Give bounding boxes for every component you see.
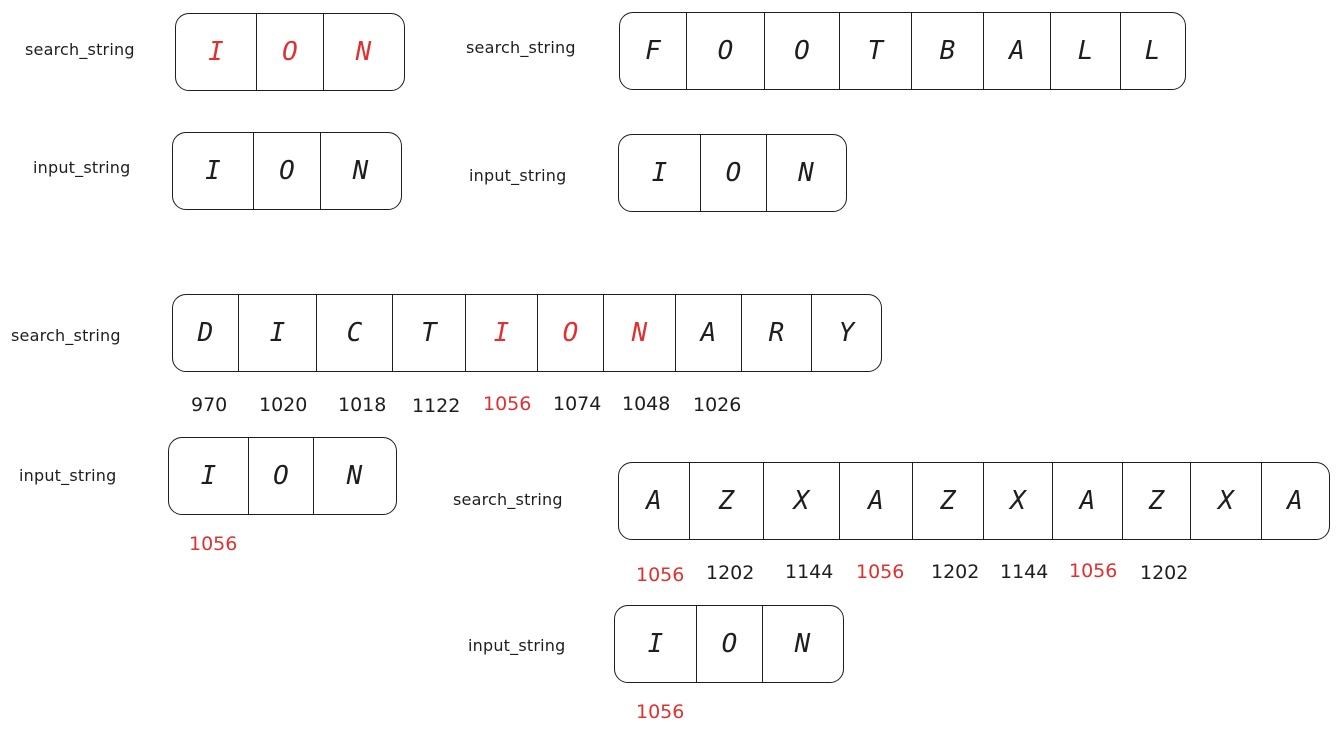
array-cell: N bbox=[794, 629, 811, 659]
diagram4-search-string-array: A Z X A Z X A Z X A bbox=[618, 462, 1330, 540]
array-cell: I bbox=[239, 295, 317, 371]
input-hash-value: 1056 bbox=[636, 701, 685, 723]
hash-value: 1056 bbox=[856, 561, 905, 583]
array-cell: O bbox=[257, 14, 324, 90]
array-cell: I bbox=[173, 133, 254, 209]
hash-value: 1202 bbox=[706, 562, 755, 584]
diagram3-search-label: search_string bbox=[11, 326, 121, 345]
diagram2-input-string-array: I O N bbox=[618, 134, 847, 212]
array-cell: D bbox=[173, 295, 239, 371]
diagram4-search-label: search_string bbox=[453, 490, 563, 509]
diagram3-input-label: input_string bbox=[19, 466, 117, 485]
diagram1-search-label: search_string bbox=[25, 40, 135, 59]
diagram1-input-label: input_string bbox=[33, 158, 131, 177]
array-cell: A bbox=[984, 13, 1051, 89]
hash-value: 1056 bbox=[483, 393, 532, 415]
array-cell: N bbox=[355, 37, 372, 67]
array-cell: B bbox=[912, 13, 984, 89]
array-cell: L bbox=[1051, 13, 1121, 89]
array-cell: O bbox=[254, 133, 321, 209]
array-cell: N bbox=[352, 156, 369, 186]
array-cell: A bbox=[1053, 463, 1123, 539]
array-cell: I bbox=[619, 135, 701, 211]
diagram3-input-string-array: I O N bbox=[168, 437, 397, 515]
array-cell: F bbox=[620, 13, 687, 89]
hash-value: 1056 bbox=[636, 564, 685, 586]
array-cell: R bbox=[742, 295, 812, 371]
array-cell: I bbox=[176, 14, 257, 90]
hash-value: 1020 bbox=[259, 394, 308, 416]
array-cell: X bbox=[984, 463, 1053, 539]
array-cell: I bbox=[466, 295, 538, 371]
diagram1-input-string-array: I O N bbox=[172, 132, 402, 210]
hash-value: 1144 bbox=[785, 561, 834, 583]
array-cell: O bbox=[687, 13, 765, 89]
diagram2-input-label: input_string bbox=[469, 166, 567, 185]
array-cell: I bbox=[169, 438, 249, 514]
array-cell: O bbox=[538, 295, 604, 371]
array-cell: X bbox=[1191, 463, 1262, 539]
diagram4-input-string-array: I O N bbox=[614, 605, 844, 683]
hash-value: 1074 bbox=[553, 393, 602, 415]
hash-value: 1202 bbox=[1140, 562, 1189, 584]
hash-value: 1144 bbox=[1000, 561, 1049, 583]
hash-value: 1048 bbox=[622, 393, 671, 415]
array-cell: Z bbox=[690, 463, 764, 539]
diagram2-search-label: search_string bbox=[466, 38, 576, 57]
hash-value: 1026 bbox=[693, 394, 742, 416]
array-cell: A bbox=[619, 463, 690, 539]
array-cell: N bbox=[604, 295, 676, 371]
array-cell: X bbox=[764, 463, 840, 539]
array-cell: O bbox=[765, 13, 840, 89]
array-cell: O bbox=[697, 606, 763, 682]
hash-value: 1056 bbox=[1069, 560, 1118, 582]
array-cell: T bbox=[840, 13, 912, 89]
array-cell: N bbox=[798, 158, 814, 188]
array-cell: T bbox=[393, 295, 466, 371]
array-cell: Z bbox=[1123, 463, 1191, 539]
hash-value: 1202 bbox=[931, 561, 980, 583]
diagram4-input-label: input_string bbox=[468, 636, 566, 655]
array-cell: A bbox=[840, 463, 913, 539]
hash-value: 1122 bbox=[412, 395, 461, 417]
array-cell: C bbox=[317, 295, 393, 371]
hash-value: 970 bbox=[191, 394, 228, 416]
array-cell: O bbox=[249, 438, 314, 514]
diagram3-search-string-array: D I C T I O N A R Y bbox=[172, 294, 882, 372]
diagram1-search-string-array: I O N bbox=[175, 13, 405, 91]
array-cell: O bbox=[701, 135, 767, 211]
array-cell: A bbox=[1287, 486, 1303, 516]
array-cell: A bbox=[676, 295, 742, 371]
diagram2-search-string-array: F O O T B A L L bbox=[619, 12, 1186, 90]
array-cell: N bbox=[346, 461, 363, 491]
array-cell: Z bbox=[913, 463, 984, 539]
array-cell: Y bbox=[838, 318, 855, 348]
hash-value: 1018 bbox=[338, 394, 387, 416]
array-cell: I bbox=[615, 606, 697, 682]
input-hash-value: 1056 bbox=[189, 533, 238, 555]
array-cell: L bbox=[1144, 36, 1161, 66]
